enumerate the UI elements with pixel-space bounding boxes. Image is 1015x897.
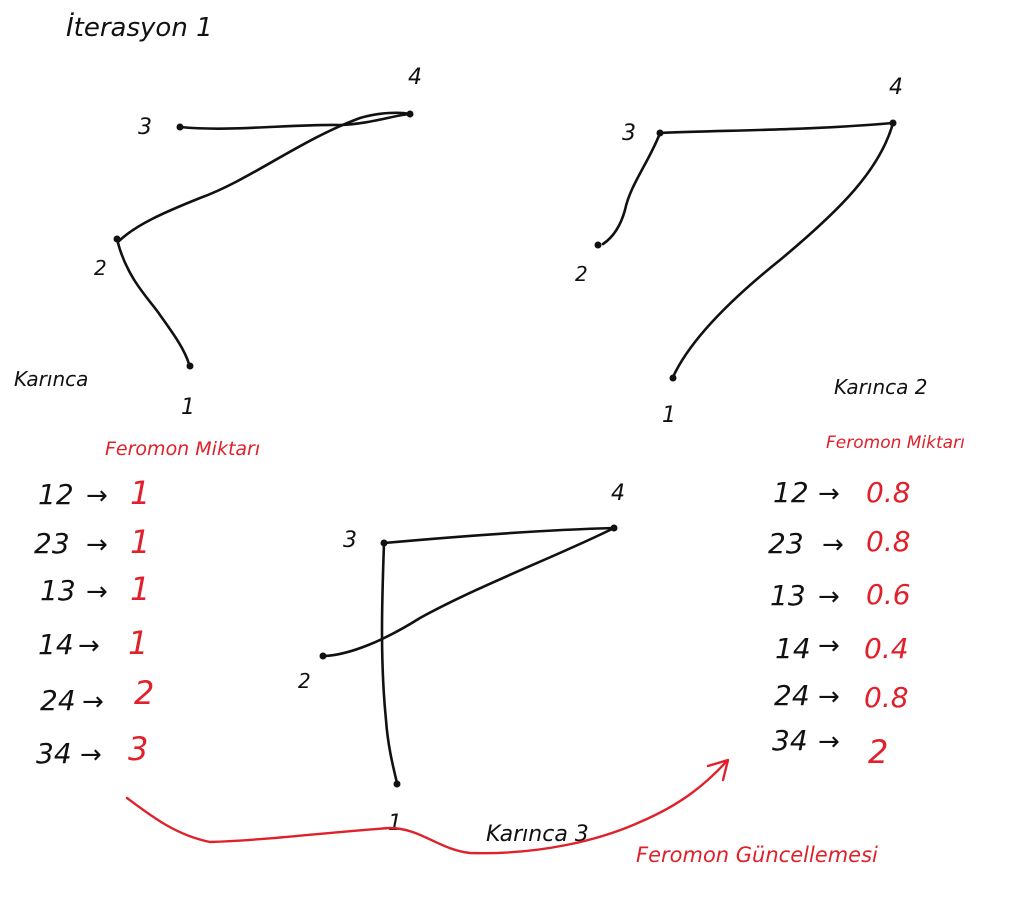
arrow-icon: → bbox=[82, 687, 104, 717]
edge-4-2 bbox=[322, 526, 616, 658]
table-header: Feromon Miktarı bbox=[826, 433, 965, 453]
node-label-1: 1 bbox=[181, 395, 195, 420]
arrow-icon: → bbox=[818, 682, 840, 712]
edge-label: 23 bbox=[768, 527, 804, 560]
edge-label: 12 bbox=[773, 476, 809, 509]
node-4 bbox=[610, 524, 618, 532]
node-label-4: 4 bbox=[611, 481, 625, 506]
pheromone-value: 2 bbox=[868, 733, 888, 771]
pheromone-value: 3 bbox=[128, 730, 148, 768]
table-row: 34 → 3 bbox=[36, 730, 148, 770]
edge-label: 34 bbox=[772, 724, 808, 757]
node-label-2: 2 bbox=[575, 262, 588, 286]
node-label-1: 1 bbox=[388, 811, 402, 836]
node-3 bbox=[176, 123, 184, 131]
pheromone-update-arrow: Feromon Güncellemesi bbox=[125, 758, 878, 867]
graph-ant-1: 3 4 2 1 Karınca bbox=[14, 65, 422, 420]
arrow-icon: → bbox=[80, 740, 102, 770]
arrowhead-icon bbox=[706, 758, 730, 782]
arrow-icon: → bbox=[818, 582, 840, 612]
table-row: 12 → 1 bbox=[38, 474, 150, 512]
table-row: 13 → 0.6 bbox=[770, 578, 911, 612]
arrow-icon: → bbox=[86, 481, 108, 511]
node-2 bbox=[594, 241, 602, 249]
graph-name: Karınca bbox=[14, 367, 88, 391]
update-curve bbox=[125, 760, 728, 855]
edge-label: 14 bbox=[38, 628, 74, 661]
table-row: 14 → 1 bbox=[38, 624, 148, 662]
update-label: Feromon Güncellemesi bbox=[636, 843, 878, 867]
graph-name: Karınca 2 bbox=[834, 375, 927, 399]
edge-label: 24 bbox=[774, 679, 810, 712]
node-label-3: 3 bbox=[138, 115, 152, 140]
pheromone-value: 0.8 bbox=[866, 525, 911, 558]
table-row: 13 → 1 bbox=[40, 570, 150, 608]
arrow-icon: → bbox=[818, 479, 840, 509]
node-label-4: 4 bbox=[408, 65, 422, 90]
edge-1-3 bbox=[380, 541, 399, 785]
edge-1-4 bbox=[671, 121, 895, 379]
edge-2-1 bbox=[116, 241, 191, 366]
edge-label: 13 bbox=[40, 574, 76, 607]
node-label-3: 3 bbox=[343, 528, 357, 553]
pheromone-value: 0.8 bbox=[866, 476, 911, 509]
pheromone-value: 0.8 bbox=[864, 681, 909, 714]
edge-label: 14 bbox=[775, 632, 811, 665]
pheromone-value: 1 bbox=[128, 624, 148, 662]
pheromone-value: 0.6 bbox=[866, 578, 911, 611]
node-label-1: 1 bbox=[662, 403, 676, 428]
pheromone-value: 1 bbox=[130, 523, 150, 561]
pheromone-value: 1 bbox=[130, 570, 150, 608]
node-label-2: 2 bbox=[94, 256, 107, 280]
node-1 bbox=[669, 374, 677, 382]
table-row: 34 → 2 bbox=[772, 724, 888, 771]
node-1 bbox=[393, 780, 401, 788]
edge-label: 12 bbox=[38, 478, 74, 511]
table-row: 14 → 0.4 bbox=[775, 631, 909, 665]
node-2 bbox=[113, 235, 121, 243]
edge-label: 24 bbox=[40, 684, 76, 717]
edge-3-4 bbox=[658, 121, 895, 135]
edge-2-4 bbox=[116, 111, 412, 244]
table-row: 24 → 2 bbox=[40, 674, 154, 717]
graph-ant-2: 3 4 2 1 Karınca 2 bbox=[575, 75, 927, 428]
node-2 bbox=[319, 652, 327, 660]
node-label-2: 2 bbox=[298, 669, 311, 693]
node-label-3: 3 bbox=[622, 121, 636, 146]
edge-label: 34 bbox=[36, 737, 72, 770]
arrow-icon: → bbox=[86, 530, 108, 560]
arrow-icon: → bbox=[822, 530, 844, 560]
arrow-icon: → bbox=[86, 577, 108, 607]
node-3 bbox=[656, 129, 664, 137]
table-row: 12 → 0.8 bbox=[773, 476, 911, 509]
edge-label: 13 bbox=[770, 579, 806, 612]
pheromone-value: 2 bbox=[134, 674, 154, 712]
edge-label: 23 bbox=[34, 527, 70, 560]
table-row: 23 → 0.8 bbox=[768, 525, 911, 560]
node-1 bbox=[186, 362, 194, 370]
table-header: Feromon Miktarı bbox=[105, 438, 260, 460]
arrow-icon: → bbox=[818, 727, 840, 757]
table-row: 24 → 0.8 bbox=[774, 679, 909, 714]
pheromone-value: 1 bbox=[130, 474, 150, 512]
table-row: 23 → 1 bbox=[34, 523, 150, 561]
arrow-icon: → bbox=[78, 631, 100, 661]
page-title: İterasyon 1 bbox=[66, 11, 213, 43]
pheromone-value: 0.4 bbox=[864, 632, 909, 665]
node-4 bbox=[889, 119, 897, 127]
graph-ant-3: 3 4 2 1 Karınca 3 bbox=[298, 481, 625, 847]
pheromone-table-updated: Feromon Miktarı 12 → 0.8 23 → 0.8 13 → 0… bbox=[768, 433, 965, 771]
node-4 bbox=[406, 110, 414, 118]
edge-3-2 bbox=[601, 131, 662, 246]
edge-3-4 bbox=[178, 112, 412, 130]
edge-3-4 bbox=[382, 526, 616, 545]
node-3 bbox=[380, 539, 388, 547]
arrow-icon: → bbox=[818, 631, 840, 661]
node-label-4: 4 bbox=[889, 75, 903, 100]
pheromone-table-initial: Feromon Miktarı 12 → 1 23 → 1 13 → 1 14 … bbox=[34, 438, 260, 770]
